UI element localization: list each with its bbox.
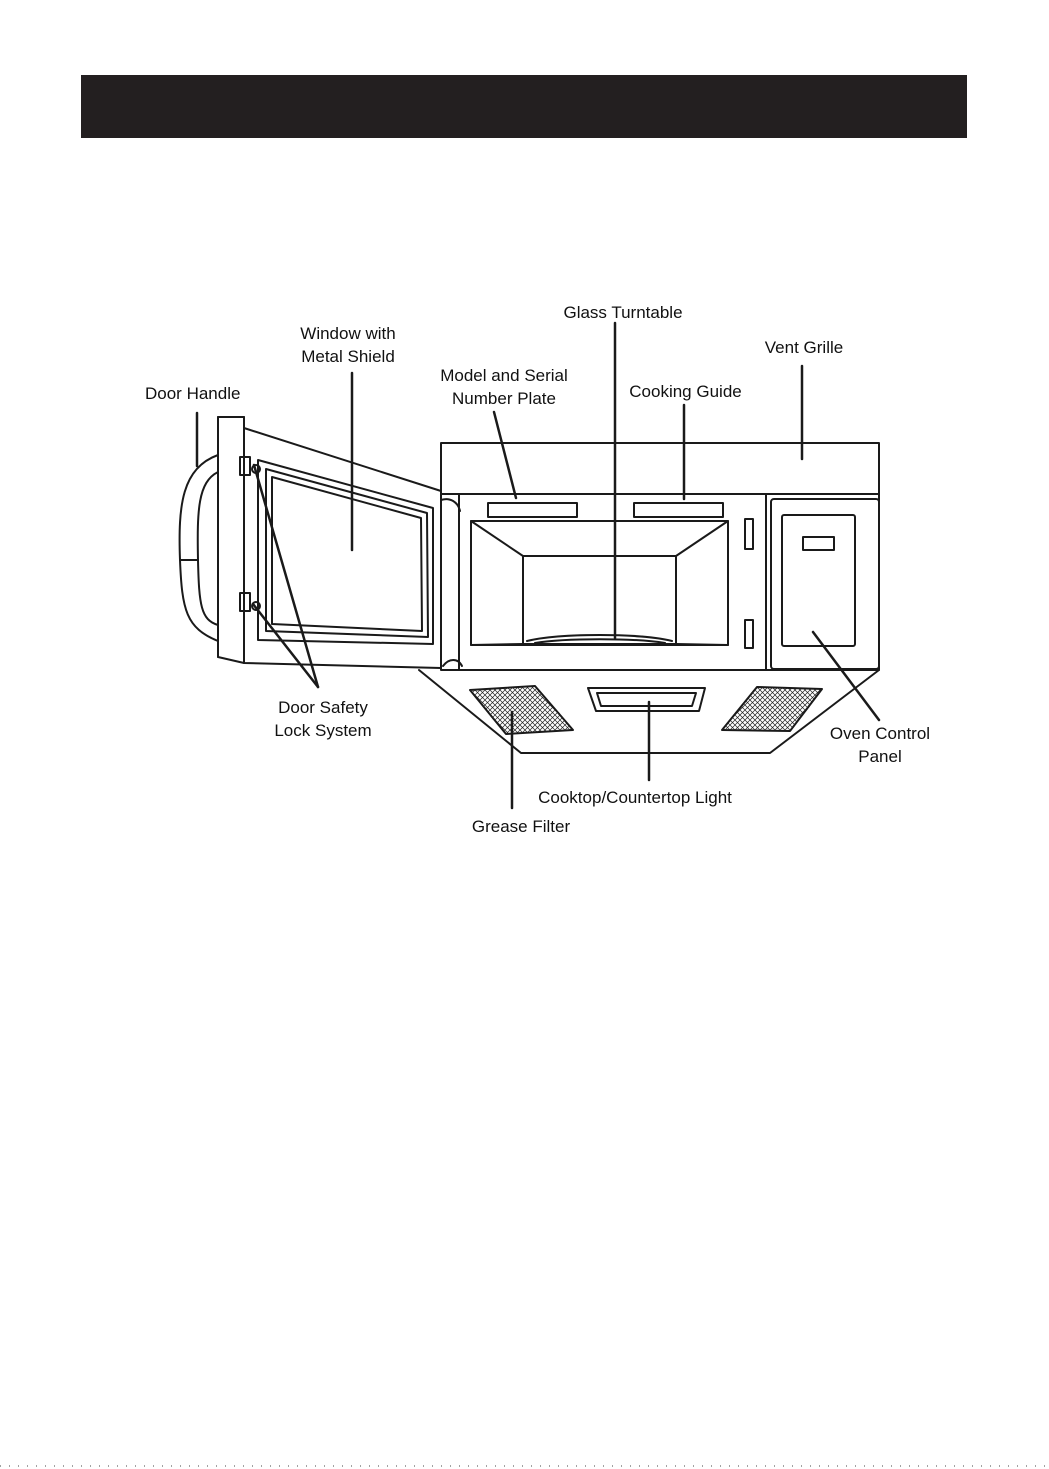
label-door-handle: Door Handle bbox=[145, 382, 265, 405]
cooking-guide-plate bbox=[634, 503, 723, 517]
door-window bbox=[266, 469, 428, 637]
oven-body bbox=[441, 443, 879, 670]
vent-grille bbox=[441, 443, 879, 494]
oven-door bbox=[218, 417, 462, 668]
label-vent-grille: Vent Grille bbox=[749, 336, 859, 359]
label-glass-turntable: Glass Turntable bbox=[553, 301, 693, 324]
door-handle bbox=[180, 455, 218, 641]
label-window-metal-shield: Window with Metal Shield bbox=[283, 322, 413, 368]
grease-filter-left bbox=[470, 686, 573, 734]
model-serial-plate bbox=[488, 503, 577, 517]
label-oven-control-panel: Oven Control Panel bbox=[818, 722, 942, 768]
oven-cavity bbox=[471, 521, 728, 645]
label-grease-filter: Grease Filter bbox=[459, 815, 583, 838]
label-door-safety-lock: Door Safety Lock System bbox=[258, 696, 388, 742]
cooktop-light bbox=[588, 688, 705, 711]
label-model-serial-plate: Model and Serial Number Plate bbox=[426, 364, 582, 410]
label-cooking-guide: Cooking Guide bbox=[614, 380, 757, 403]
oven-control-panel bbox=[771, 499, 879, 669]
label-cooktop-light: Cooktop/Countertop Light bbox=[525, 786, 745, 809]
